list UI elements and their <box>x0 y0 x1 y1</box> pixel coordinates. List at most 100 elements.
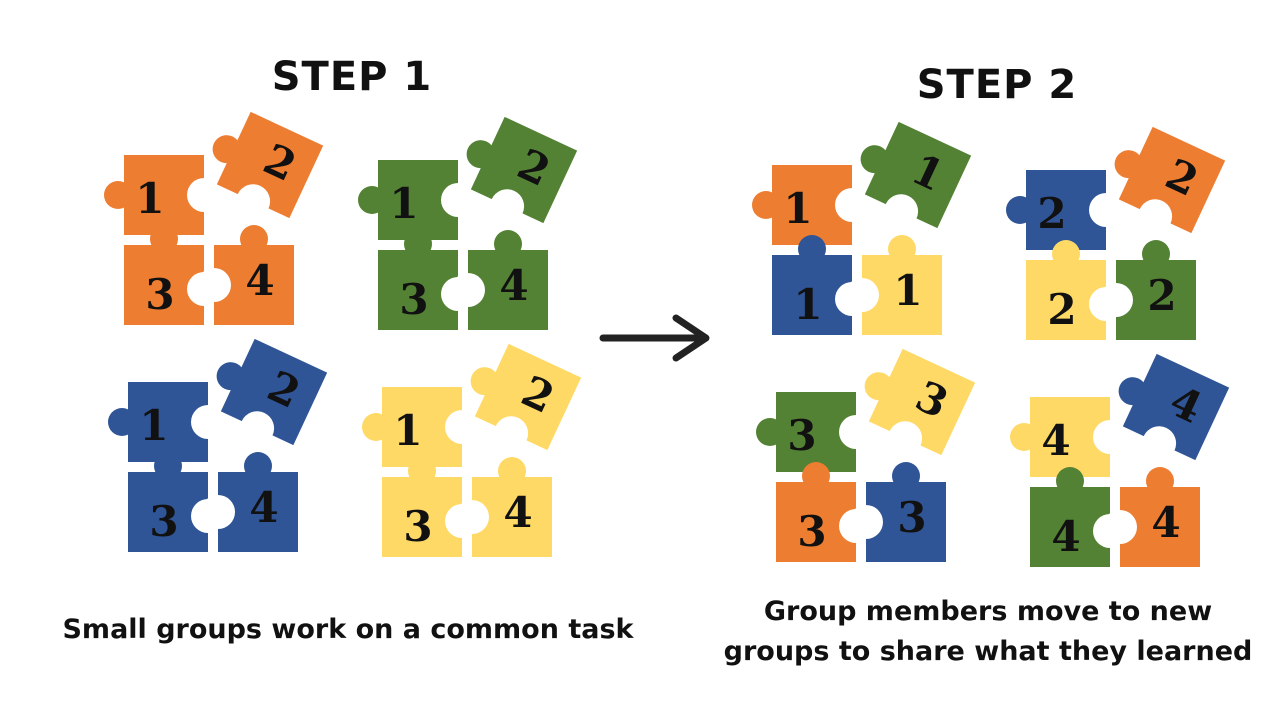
piece-notch <box>1103 510 1137 544</box>
piece-number: 1 <box>139 401 168 450</box>
step2-caption-line2: groups to share what they learned <box>723 636 1253 667</box>
piece-tab <box>864 372 893 401</box>
piece-number: 3 <box>897 493 926 542</box>
piece-tab <box>494 230 522 258</box>
puzzle-piece: 1 <box>860 121 972 229</box>
piece-tab <box>1056 467 1084 495</box>
puzzle-piece: 1 <box>362 387 479 467</box>
piece-number: 1 <box>893 266 922 315</box>
puzzle-piece: 4 <box>455 457 552 557</box>
piece-tab <box>1052 240 1080 268</box>
piece-number: 3 <box>145 270 174 319</box>
piece-number: 4 <box>1051 512 1080 561</box>
piece-tab <box>1006 196 1034 224</box>
piece-number: 1 <box>783 184 812 233</box>
puzzle-piece: 3 <box>128 452 225 552</box>
piece-tab <box>756 418 784 446</box>
piece-number: 4 <box>503 488 532 537</box>
puzzle-piece: 2 <box>470 343 582 451</box>
piece-tab <box>860 145 889 174</box>
piece-notch <box>187 178 221 212</box>
puzzle-piece: 2 <box>212 111 324 219</box>
piece-notch <box>451 273 485 307</box>
puzzle-piece: 3 <box>776 462 873 562</box>
puzzle-piece: 3 <box>864 348 976 456</box>
piece-number: 1 <box>135 174 164 223</box>
piece-tab <box>498 457 526 485</box>
puzzle-piece: 2 <box>1006 170 1123 250</box>
puzzle-piece: 2 <box>1114 126 1226 234</box>
puzzle-piece: 2 <box>216 338 328 446</box>
piece-number: 2 <box>1037 189 1066 238</box>
puzzle-piece: 2 <box>466 116 578 224</box>
piece-notch <box>845 278 879 312</box>
puzzle-piece: 1 <box>104 155 221 235</box>
piece-notch <box>455 500 489 534</box>
piece-tab <box>150 225 178 253</box>
piece-notch <box>1089 193 1123 227</box>
piece-notch <box>490 189 525 224</box>
piece-notch <box>849 505 883 539</box>
piece-tab <box>1146 467 1174 495</box>
step1-title: STEP 1 <box>271 54 433 100</box>
piece-tab <box>1142 240 1170 268</box>
piece-tab <box>466 140 495 169</box>
piece-number: 3 <box>797 507 826 556</box>
piece-tab <box>244 452 272 480</box>
piece-notch <box>1138 199 1173 234</box>
piece-number: 4 <box>245 256 274 305</box>
piece-number: 1 <box>389 179 418 228</box>
step1-group-1: 12 3 4 <box>104 111 324 325</box>
piece-notch <box>236 184 271 219</box>
piece-number: 2 <box>1147 271 1176 320</box>
step1-group-2: 12 3 4 <box>358 116 578 330</box>
piece-notch <box>888 421 923 456</box>
piece-number: 3 <box>403 502 432 551</box>
piece-tab <box>888 235 916 263</box>
piece-number: 2 <box>1047 285 1076 334</box>
puzzle-piece: 3 <box>756 392 873 472</box>
piece-notch <box>441 183 475 217</box>
step1-caption: Small groups work on a common task <box>62 614 634 645</box>
puzzle-piece: 4 <box>1118 353 1230 461</box>
puzzle-piece: 4 <box>197 225 294 325</box>
piece-notch <box>1099 283 1133 317</box>
puzzle-piece: 4 <box>1103 467 1200 567</box>
piece-number: 3 <box>787 411 816 460</box>
piece-number: 1 <box>393 406 422 455</box>
piece-notch <box>835 188 869 222</box>
piece-tab <box>154 452 182 480</box>
piece-tab <box>212 135 241 164</box>
piece-tab <box>470 367 499 396</box>
puzzle-piece: 1 <box>845 235 942 335</box>
piece-tab <box>108 408 136 436</box>
piece-notch <box>201 495 235 529</box>
arrow-icon <box>599 314 710 362</box>
puzzle-piece: 3 <box>849 462 946 562</box>
step1-group-4: 12 3 4 <box>362 343 582 557</box>
piece-tab <box>752 191 780 219</box>
piece-tab <box>104 181 132 209</box>
piece-number: 4 <box>1151 498 1180 547</box>
piece-tab <box>404 230 432 258</box>
puzzle-piece: 1 <box>772 235 869 335</box>
piece-number: 3 <box>399 275 428 324</box>
step2-caption-line1: Group members move to new <box>763 596 1213 627</box>
puzzle-piece: 1 <box>108 382 225 462</box>
piece-tab <box>802 462 830 490</box>
puzzle-piece: 3 <box>382 457 479 557</box>
piece-tab <box>1010 423 1038 451</box>
piece-notch <box>191 405 225 439</box>
step2-title: STEP 2 <box>916 62 1078 108</box>
piece-notch <box>240 411 275 446</box>
piece-number: 4 <box>499 261 528 310</box>
step2-caption: Group members move to new groups to shar… <box>724 592 1253 672</box>
piece-tab <box>216 362 245 391</box>
piece-notch <box>839 415 873 449</box>
